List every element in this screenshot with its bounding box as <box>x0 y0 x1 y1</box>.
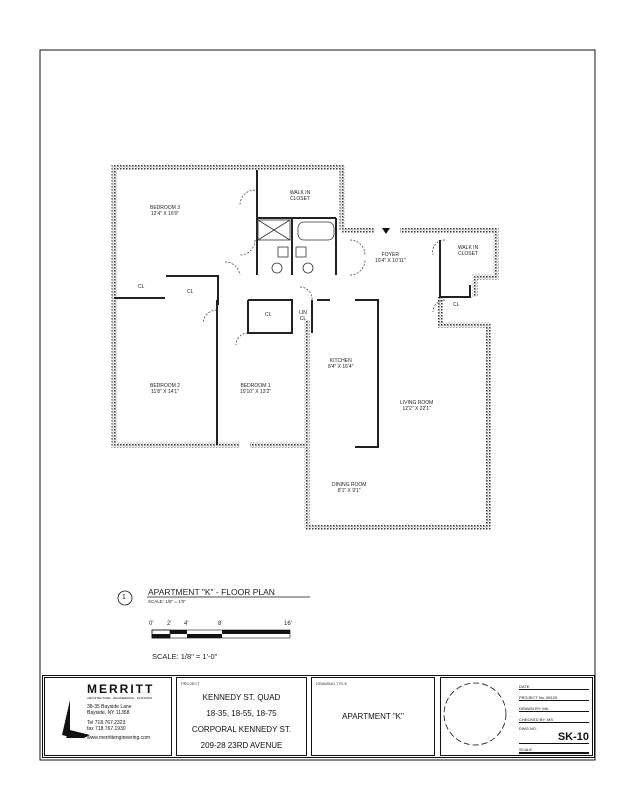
drawing-title-heading: DRAWING TITLE <box>316 681 348 686</box>
detail-number-circle <box>117 590 133 606</box>
room-closet: CL <box>453 302 460 308</box>
room-closet: CL <box>138 284 145 290</box>
scale-tick-label: 0' <box>149 621 154 627</box>
seal-circle <box>443 682 507 746</box>
firm-name: MERRITT <box>87 682 155 696</box>
scale-tick-label: 8' <box>218 621 223 627</box>
merritt-logo-sail-icon <box>62 700 90 738</box>
room-closet: CL <box>187 289 194 295</box>
firm-panel: MERRITT ARCHITECTURE · ENGINEERING · PLA… <box>44 677 172 756</box>
sheet-number: SK-10 <box>519 731 589 744</box>
detail-number: 1 <box>122 594 126 601</box>
plan-title: APARTMENT "K" - FLOOR PLAN <box>148 587 275 597</box>
interior-walls <box>114 170 471 448</box>
plan-scale-note: SCALE: 1/8" = 1'0" <box>148 599 186 604</box>
room-walk-in-closet-2: WALK IN CLOSET <box>457 245 479 257</box>
room-walk-in-closet: WALK IN CLOSET <box>289 190 311 202</box>
title-block <box>42 675 595 758</box>
drawing-title: APARTMENT "K" <box>342 712 404 721</box>
entry-arrow-icon <box>382 228 390 234</box>
scale-bar <box>151 629 291 639</box>
exterior-walls <box>111 164 499 530</box>
scale-tick-label: 2' <box>167 621 172 627</box>
room-linen-closet: LIN CL <box>299 310 307 322</box>
drawing-title-panel: DRAWING TITLE APARTMENT "K" <box>311 677 435 756</box>
firm-tagline: ARCHITECTURE · ENGINEERING · PLANNING <box>87 696 153 700</box>
info-fields: DATE PROJECT No: 08120 DRAWN BY: MA CHEC… <box>519 684 589 754</box>
room-closet: CL <box>265 312 272 318</box>
info-panel: DATE PROJECT No: 08120 DRAWN BY: MA CHEC… <box>440 677 593 756</box>
project-heading: PROJECT <box>181 681 200 686</box>
scale-bar-label: SCALE: 1/8" = 1'-0" <box>152 652 218 661</box>
fixtures <box>257 219 335 274</box>
scale-tick-label: 16' <box>284 621 292 627</box>
door-swings <box>202 189 446 346</box>
sheet-border <box>39 49 596 761</box>
scale-tick-label: 4' <box>184 621 189 627</box>
